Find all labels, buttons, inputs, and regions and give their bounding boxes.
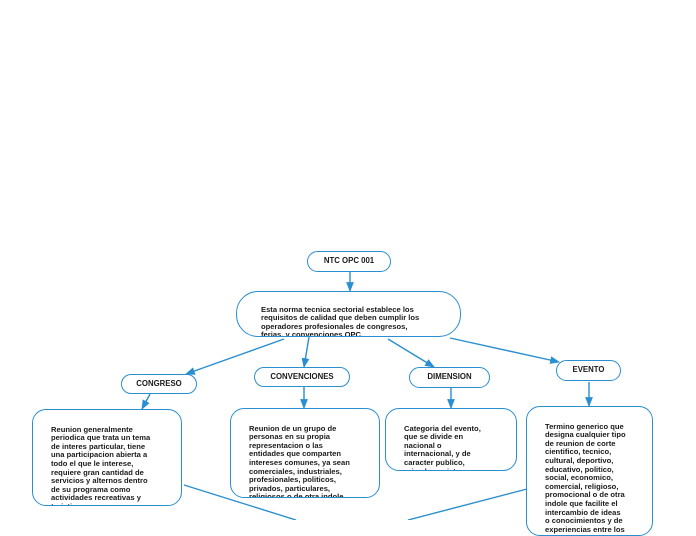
definition-text: Esta norma tecnica sectorial establece l…: [261, 304, 420, 337]
connector-definition-convenciones: [301, 336, 310, 368]
congreso-label: CONGRESO: [136, 378, 182, 388]
convenciones-label: CONVENCIONES: [270, 371, 334, 381]
definition-node[interactable]: Esta norma tecnica sectorial establece l…: [236, 291, 461, 337]
root-node[interactable]: NTC OPC 001: [307, 251, 391, 272]
connector-definition-evento: [449, 337, 560, 364]
evento-label: EVENTO: [572, 365, 605, 375]
root-label: NTC OPC 001: [323, 256, 375, 266]
dimension-description: Categoria del evento, que se divide en n…: [404, 423, 481, 470]
dimension-node[interactable]: DIMENSION: [409, 367, 490, 388]
connector-layer: [141, 271, 593, 520]
evento-description-node[interactable]: Termino generico que designa cualquier t…: [526, 406, 653, 536]
dimension-label: DIMENSION: [427, 372, 472, 382]
connector-congreso-description: [141, 393, 151, 410]
dimension-description-node[interactable]: Categoria del evento, que se divide en n…: [385, 408, 517, 471]
congreso-node[interactable]: CONGRESO: [121, 374, 197, 394]
connector-definition-dimension: [387, 338, 435, 368]
connector-congreso-bottom: [183, 484, 297, 520]
congreso-description: Reunion generalmente periodica que trata…: [51, 424, 151, 505]
convenciones-description: Reunion de un grupo de personas en su pr…: [249, 423, 350, 498]
congreso-description-node[interactable]: Reunion generalmente periodica que trata…: [32, 409, 182, 506]
connector-definition-congreso: [185, 338, 285, 375]
convenciones-node[interactable]: CONVENCIONES: [254, 367, 350, 387]
evento-description: Termino generico que designa cualquier t…: [545, 421, 626, 534]
convenciones-description-node[interactable]: Reunion de un grupo de personas en su pr…: [230, 408, 380, 498]
connector-evento-bottom: [407, 488, 528, 520]
evento-node[interactable]: EVENTO: [556, 360, 621, 381]
